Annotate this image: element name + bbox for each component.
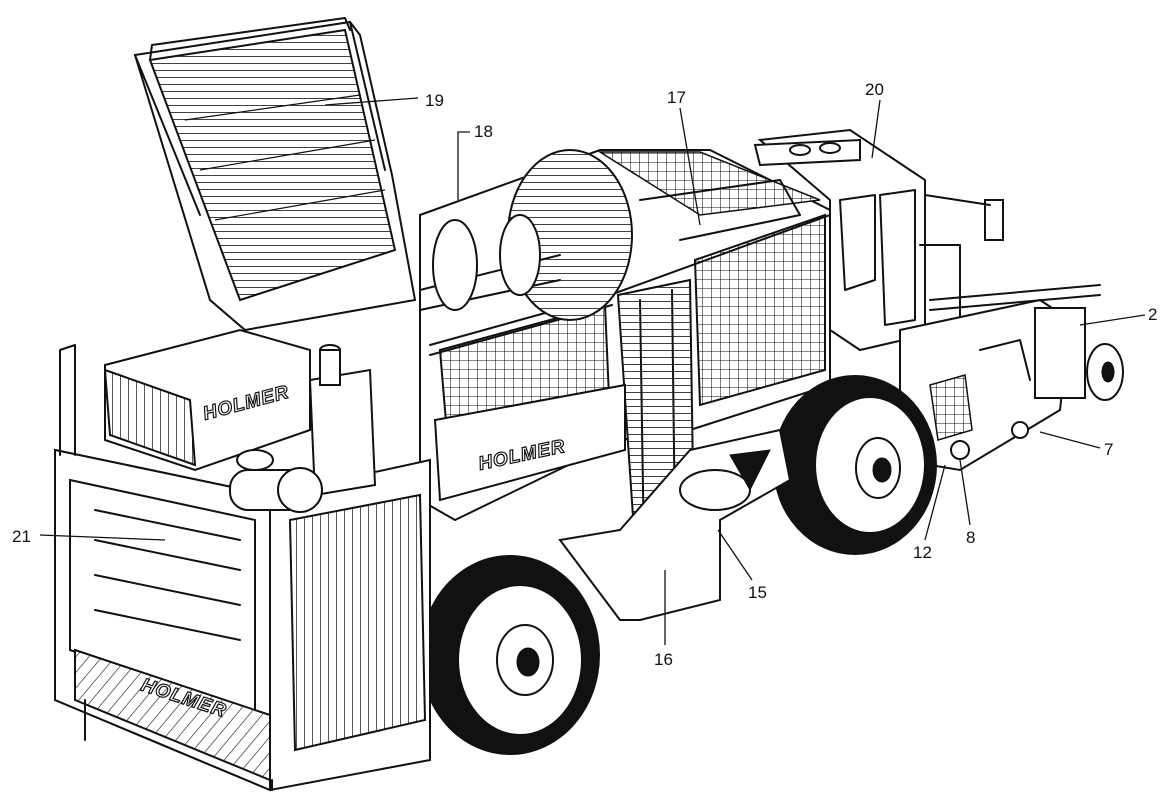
callout-2: 2 [1148, 305, 1157, 324]
callout-20: 20 [865, 80, 884, 99]
rear-right-tyre [773, 375, 937, 555]
elevator-conveyor [133, 17, 417, 332]
callout-12: 12 [913, 543, 932, 562]
lifting-unit [899, 284, 1124, 472]
front-left-tyre [420, 555, 600, 755]
body-side-panel: HOLMER [433, 383, 626, 502]
engine-compartment: HOLMER [54, 344, 431, 792]
callout-16: 16 [654, 650, 673, 669]
driver-cab [753, 128, 1004, 352]
exhaust-and-filter [229, 344, 377, 513]
callout-8: 8 [966, 528, 975, 547]
leader-lines [39, 97, 1146, 645]
callout-labels: 19 18 17 20 2 7 8 12 15 16 21 [12, 80, 1157, 669]
callout-19: 19 [425, 91, 444, 110]
callout-17: 17 [667, 88, 686, 107]
callout-15: 15 [748, 583, 767, 602]
callout-7: 7 [1104, 440, 1113, 459]
cleaning-drum [419, 149, 801, 321]
callout-18: 18 [474, 122, 493, 141]
underbody [558, 428, 792, 621]
radiator-box: HOLMER [103, 328, 311, 472]
callout-21: 21 [12, 527, 31, 546]
